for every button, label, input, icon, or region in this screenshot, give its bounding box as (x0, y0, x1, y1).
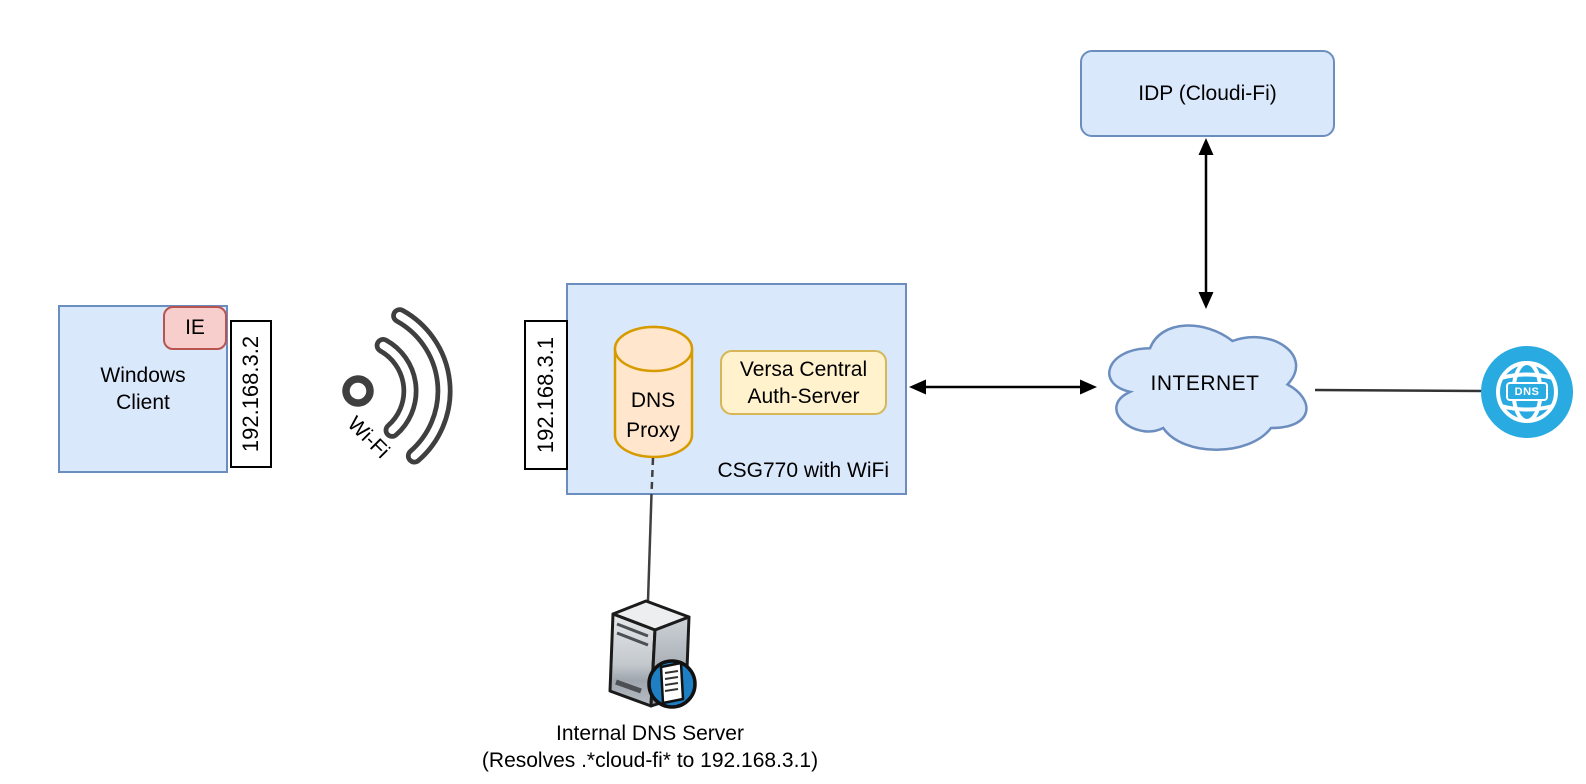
csg770-ip-label: 192.168.3.1 (524, 320, 568, 470)
internal-dns-server-icon (608, 599, 691, 708)
ie-badge: IE (163, 306, 227, 350)
internet-label: INTERNET (1150, 372, 1260, 395)
document-badge-icon (647, 659, 697, 709)
internal-dns-caption-line2: (Resolves .*cloud-fi* to 192.168.3.1) (481, 749, 819, 772)
versa-auth-server-label-line1: Versa Central (739, 357, 868, 381)
wifi-label: Wi-Fi (342, 412, 394, 464)
internet-dns-line (1314, 388, 1483, 393)
windows-client-label-line1: Windows (100, 364, 186, 387)
internal-dns-caption-line1: Internal DNS Server (556, 722, 744, 745)
dns-badge-label: DNS (1506, 382, 1548, 401)
internal-dns-caption: Internal DNS Server (Resolves .*cloud-fi… (440, 720, 860, 774)
dns-proxy-label-line1: DNS (630, 389, 676, 412)
windows-client-label-line2: Client (116, 391, 170, 414)
idp-internet-arrow (1198, 138, 1214, 309)
ie-badge-label: IE (185, 316, 205, 339)
versa-auth-server-label-line2: Auth-Server (747, 384, 860, 408)
idp-node: IDP (Cloudi-Fi) (1080, 50, 1335, 137)
versa-auth-server-node: Versa Central Auth-Server (720, 350, 887, 415)
windows-client-ip-label: 192.168.3.2 (230, 320, 272, 468)
dns-proxy-label: DNS Proxy (603, 386, 703, 446)
idp-label: IDP (Cloudi-Fi) (1138, 81, 1277, 105)
csg770-label: CSG770 with WiFi (717, 459, 889, 482)
csg-internet-arrow (909, 379, 1097, 395)
dns-proxy-label-line2: Proxy (626, 419, 680, 442)
